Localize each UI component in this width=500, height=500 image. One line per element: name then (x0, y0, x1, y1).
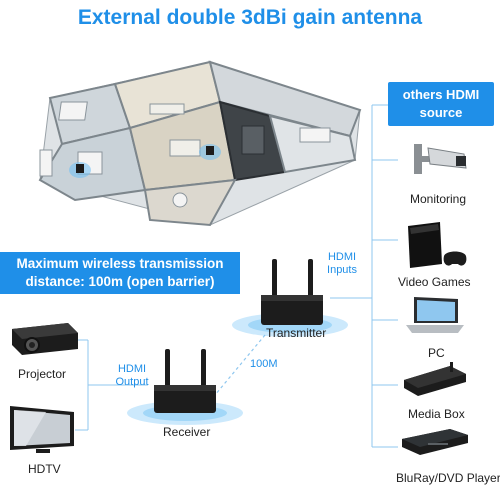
media-box-icon (404, 362, 466, 396)
hdtv-icon (10, 406, 74, 453)
bluray-dvd-label: BluRay/DVD Player (396, 471, 500, 485)
monitoring-label: Monitoring (410, 192, 467, 206)
distance-banner-line1: Maximum wireless transmission (16, 256, 224, 271)
floor-plan-illustration (38, 60, 362, 227)
receiver-device (127, 349, 243, 425)
transmitter-antenna-right (308, 259, 313, 299)
video-games-label: Video Games (398, 275, 471, 289)
game-console-icon (408, 222, 467, 268)
receiver-antenna-left (165, 349, 170, 389)
media-box-label: Media Box (408, 407, 465, 421)
projector-icon (12, 323, 78, 355)
headline: External double 3dBi gain antenna (77, 6, 423, 29)
transmitter-antenna-left (272, 259, 277, 299)
distance-banner: Maximum wireless transmission distance: … (0, 252, 240, 294)
pc-label: PC (428, 346, 445, 360)
hdmi-inputs-line1: HDMI (327, 251, 357, 263)
security-camera-icon (414, 144, 467, 174)
hdmi-inputs-label: HDMI Inputs (322, 251, 362, 277)
receiver-antenna-right (201, 349, 206, 389)
others-hdmi-source-box: others HDMI source (388, 82, 494, 126)
bluray-player-icon (402, 429, 468, 455)
hdmi-output-label: HDMI Output (112, 363, 152, 389)
receiver-label: Receiver (163, 425, 211, 439)
others-source-line1: others HDMI (402, 87, 480, 102)
hdtv-label: HDTV (28, 462, 61, 476)
distance-banner-line2: distance: 100m (open barrier) (25, 274, 215, 289)
link-distance-label: 100M (250, 358, 278, 370)
projector-label: Projector (18, 367, 67, 381)
hdmi-output-line2: Output (115, 376, 149, 388)
transmitter-label: Transmitter (266, 326, 327, 340)
laptop-icon (406, 297, 464, 333)
others-source-line2: source (419, 105, 463, 120)
hdmi-output-line1: HDMI (117, 363, 147, 375)
transmitter-device (232, 259, 348, 337)
hdmi-inputs-line2: Inputs (327, 264, 357, 276)
